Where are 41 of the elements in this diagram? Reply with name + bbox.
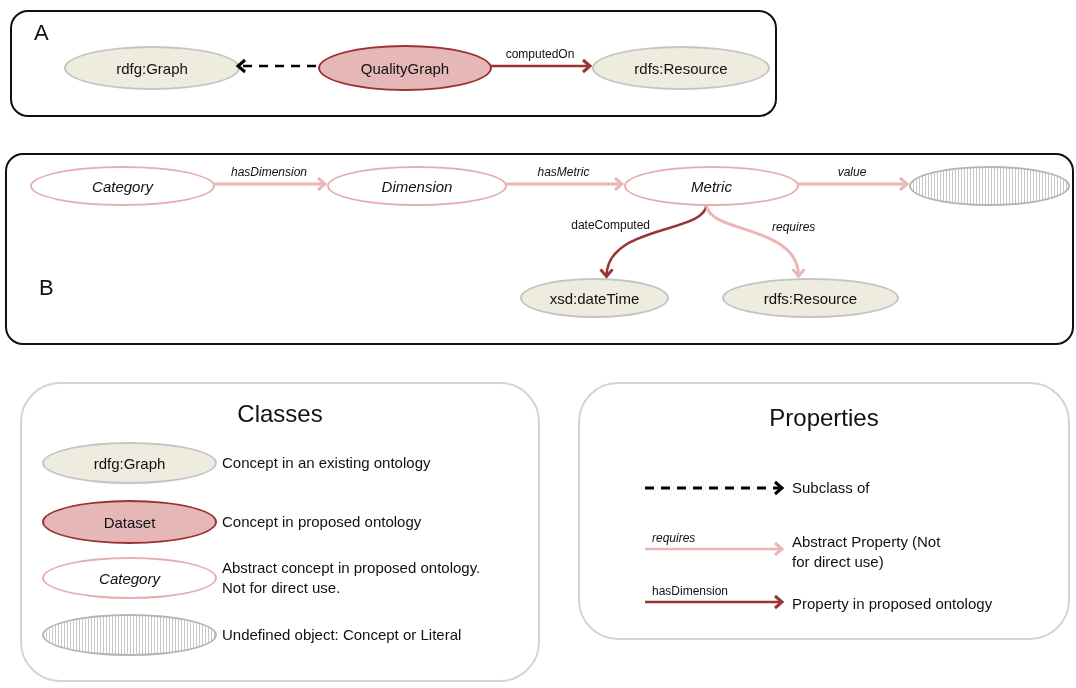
description-text: Undefined object: Concept or Literal xyxy=(222,625,463,645)
class-name: Category xyxy=(92,177,153,195)
class-name: Metric xyxy=(691,177,732,195)
description-text: Abstract concept in proposed ontology. Not for direct use. xyxy=(222,558,482,598)
class-name: rdfs:Resource xyxy=(763,289,858,307)
edge-label: hasMetric xyxy=(535,165,592,179)
panel xyxy=(5,153,1074,345)
legend-text: Property in proposed ontology xyxy=(792,594,994,614)
class-name: QualityGraph xyxy=(360,59,450,77)
class-name: Category xyxy=(99,569,160,587)
description-text: Concept in proposed ontology xyxy=(222,512,423,532)
edge-label: computedOn xyxy=(503,47,577,61)
legend-text: Subclass of xyxy=(792,478,871,498)
edge-label: requires xyxy=(770,220,818,234)
sample-label: hasDimension xyxy=(651,584,730,598)
hatched-ellipse xyxy=(909,166,1070,206)
class-name: xsd:dateTime xyxy=(549,289,640,307)
panel-title: Classes xyxy=(236,400,324,428)
description-text: Concept in an existing ontology xyxy=(222,453,432,473)
class-name: Dimension xyxy=(381,177,453,195)
dashed-arrow xyxy=(236,58,316,74)
class-name: rdfs:Resource xyxy=(634,59,728,77)
edge-label: value xyxy=(835,165,869,179)
legend-text: Abstract Property (Not for direct use) xyxy=(792,532,942,572)
arrow xyxy=(490,58,592,74)
arrow xyxy=(213,176,327,192)
arrow xyxy=(797,176,909,192)
panel-title: B xyxy=(39,275,54,301)
edge-label: dateComputed xyxy=(569,218,652,232)
panel-title: Properties xyxy=(768,404,880,432)
arrow xyxy=(705,203,805,278)
edge-label: hasDimension xyxy=(229,165,309,179)
arrow xyxy=(505,176,624,192)
class-name: rdfg:Graph xyxy=(116,59,188,77)
panel xyxy=(578,382,1070,640)
class-name: rdfg:Graph xyxy=(93,454,166,472)
class-name: Dataset xyxy=(103,513,156,531)
sample-label: requires xyxy=(651,531,697,545)
panel-title: A xyxy=(34,20,49,46)
panel xyxy=(20,382,540,682)
panel xyxy=(10,10,777,117)
